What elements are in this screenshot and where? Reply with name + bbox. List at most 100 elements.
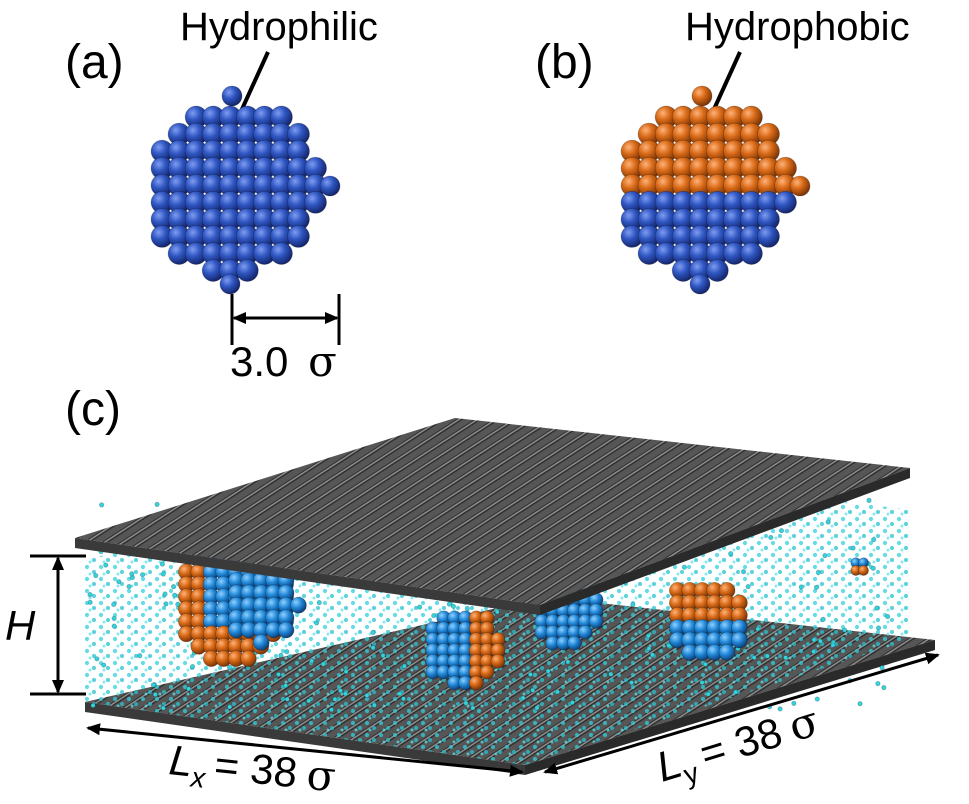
solvent-bead bbox=[608, 671, 614, 677]
solvent-bead bbox=[99, 502, 105, 508]
solvent-bead bbox=[314, 620, 320, 626]
particle-bead bbox=[304, 190, 327, 214]
solvent-bead bbox=[370, 629, 376, 635]
solvent-bead bbox=[527, 671, 534, 678]
solvent-bead bbox=[783, 655, 789, 661]
solvent-bead bbox=[866, 497, 872, 503]
solvent-bead bbox=[820, 616, 826, 622]
bead bbox=[219, 273, 241, 295]
solvent-bead bbox=[494, 609, 500, 615]
solvent-bead bbox=[87, 592, 93, 598]
solvent-bead bbox=[170, 584, 177, 590]
panel-a-label: (a) bbox=[65, 36, 124, 89]
top-wall bbox=[75, 418, 910, 605]
solvent-bead bbox=[764, 653, 770, 659]
lx-symbol: L bbox=[167, 736, 195, 785]
solvent-bead bbox=[778, 527, 785, 534]
solvent-bead bbox=[126, 583, 132, 590]
ly-subscript: y bbox=[680, 757, 702, 791]
solvent-bead bbox=[316, 599, 322, 606]
solvent-bead bbox=[646, 645, 652, 652]
solvent-bead bbox=[400, 696, 407, 702]
height-label: H bbox=[5, 602, 36, 649]
solvent-bead bbox=[649, 652, 656, 658]
solvent-bead bbox=[745, 583, 751, 590]
panel-c-label: (c) bbox=[65, 383, 121, 436]
solvent-bead bbox=[850, 545, 856, 551]
solvent-bead bbox=[152, 691, 158, 698]
particle-bead bbox=[718, 644, 736, 661]
solvent-bead bbox=[275, 671, 282, 678]
diameter-value: 3.0 bbox=[230, 338, 288, 385]
particle-bead bbox=[567, 635, 582, 651]
solvent-bead bbox=[328, 707, 335, 713]
solvent-bead bbox=[554, 689, 561, 695]
lx-sigma: σ bbox=[304, 750, 338, 802]
lx-subscript: x bbox=[188, 761, 208, 794]
solvent-bead bbox=[842, 627, 848, 633]
solvent-bead bbox=[815, 569, 822, 575]
solvent-bead bbox=[284, 696, 290, 702]
solvent-bead bbox=[332, 696, 338, 702]
solvent-bead bbox=[874, 605, 880, 611]
solvent-bead bbox=[342, 691, 349, 697]
solvent-bead bbox=[284, 649, 290, 655]
solvent-bead bbox=[530, 687, 536, 693]
particle-bead bbox=[235, 259, 259, 282]
particle-bead bbox=[577, 624, 593, 640]
solvent-bead bbox=[283, 683, 289, 689]
solvent-bead bbox=[150, 682, 156, 688]
hydrophilic-label: Hydrophilic bbox=[180, 5, 378, 49]
solvent-bead bbox=[401, 663, 408, 669]
solvent-bead bbox=[520, 695, 526, 701]
solvent-bead bbox=[450, 603, 457, 609]
particle-bead bbox=[277, 621, 295, 639]
solvent-bead bbox=[822, 552, 828, 559]
solvent-bead bbox=[825, 519, 831, 525]
solvent-bead bbox=[337, 688, 344, 694]
solvent-bead bbox=[111, 601, 117, 607]
solvent-bead bbox=[751, 654, 757, 661]
bead bbox=[221, 85, 243, 107]
solvent-bead bbox=[94, 656, 100, 662]
ly-sigma: σ bbox=[783, 696, 825, 751]
hydrophobic-label: Hydrophobic bbox=[685, 5, 910, 49]
solvent-bead bbox=[470, 705, 476, 711]
solvent-bead bbox=[111, 623, 117, 629]
solvent-bead bbox=[565, 659, 571, 665]
panel-b-label: (b) bbox=[535, 36, 594, 89]
solvent-bead bbox=[870, 565, 876, 571]
janus-particle bbox=[620, 85, 811, 295]
solvent-bead bbox=[172, 592, 178, 598]
solvent-bead bbox=[162, 591, 168, 597]
solvent-bead bbox=[881, 685, 887, 691]
top-wall-edge-right bbox=[540, 468, 910, 615]
solvent-bead bbox=[830, 642, 836, 648]
solvent-bead bbox=[93, 572, 99, 579]
solvent-bead bbox=[129, 571, 135, 577]
solvent-bead bbox=[137, 653, 143, 659]
solvent-bead bbox=[777, 706, 783, 712]
solvent-bead bbox=[306, 698, 312, 704]
solvent-bead bbox=[139, 572, 146, 578]
solvent-bead bbox=[666, 643, 672, 649]
particle-bead bbox=[479, 664, 495, 680]
diameter-label: 3.0 σ bbox=[230, 337, 337, 386]
solvent-bead bbox=[380, 652, 386, 658]
particle-bead bbox=[490, 653, 506, 669]
particle-bead bbox=[740, 242, 763, 265]
solvent-bead bbox=[101, 662, 107, 668]
particle-bead bbox=[239, 650, 257, 667]
particle-bead bbox=[757, 224, 780, 248]
solvent-bead bbox=[569, 699, 576, 706]
solvent-bead bbox=[814, 696, 820, 702]
solvent-bead bbox=[885, 613, 891, 620]
lx-arrow bbox=[86, 723, 524, 777]
solvent-bead bbox=[370, 645, 376, 651]
solvent-bead bbox=[463, 700, 469, 706]
solvent-bead bbox=[278, 652, 284, 658]
solvent-bead bbox=[320, 661, 326, 667]
solvent-bead bbox=[371, 702, 377, 708]
